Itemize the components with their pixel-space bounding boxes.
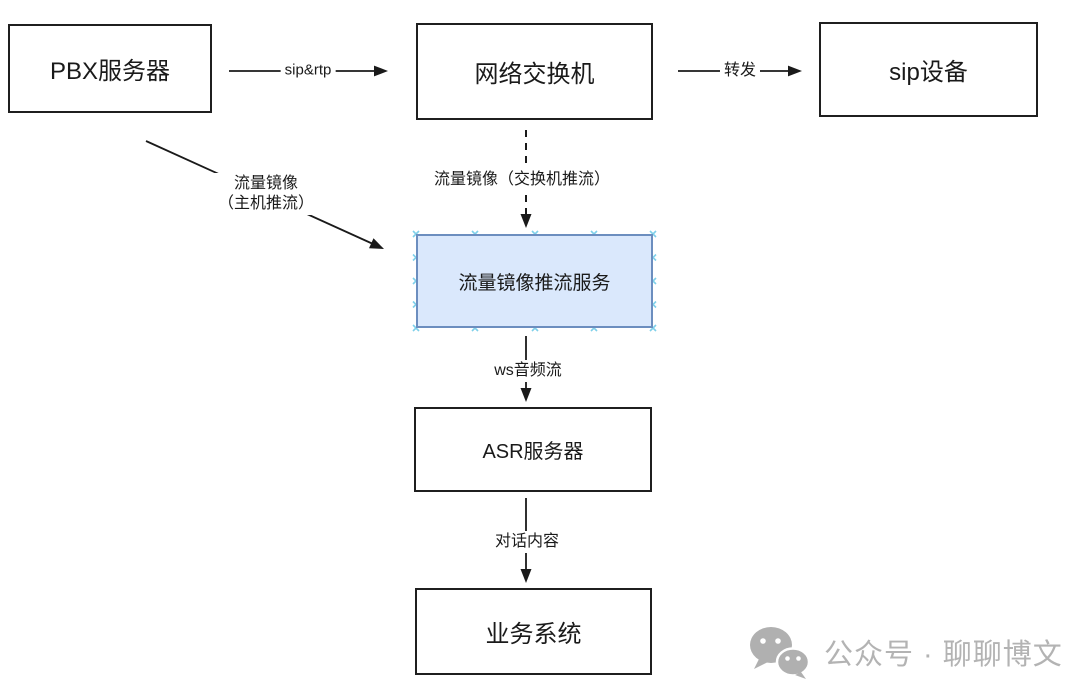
node-network-switch: 网络交换机 [416,23,653,120]
node-mirror-push-service: 流量镜像推流服务 [416,234,653,328]
edge-label-switch-mirror: 流量镜像（交换机推流） [429,169,615,191]
node-sip-device: sip设备 [819,22,1038,117]
node-sip-device-label: sip设备 [889,59,968,86]
watermark-text: 公众号 · 聊聊博文 [824,639,1063,671]
node-asr-label: ASR服务器 [482,441,584,463]
node-asr-server: ASR服务器 [414,407,652,492]
wechat-icon [750,627,810,679]
node-mirror-service-label: 流量镜像推流服务 [458,272,611,294]
node-pbx-label: PBX服务器 [49,58,171,85]
node-biz-label: 业务系统 [485,621,582,648]
node-business-system: 业务系统 [415,588,652,675]
node-switch-label: 网络交换机 [474,61,595,88]
watermark: 公众号 · 聊聊博文 [746,624,1063,680]
edge-label-dialog: 对话内容 [490,531,564,553]
edge-label-host-mirror-line2: （主机推流） [217,195,315,212]
edge-label-host-mirror-line1: 流量镜像 [233,175,299,192]
edge-label-ws-audio: ws音频流 [490,360,566,382]
edge-label-sip-rtp: sip&rtp [280,60,336,82]
node-pbx-server: PBX服务器 [8,24,212,113]
edge-label-host-mirror: 流量镜像 （主机推流） [213,173,319,215]
edge-label-forward: 转发 [719,60,761,82]
